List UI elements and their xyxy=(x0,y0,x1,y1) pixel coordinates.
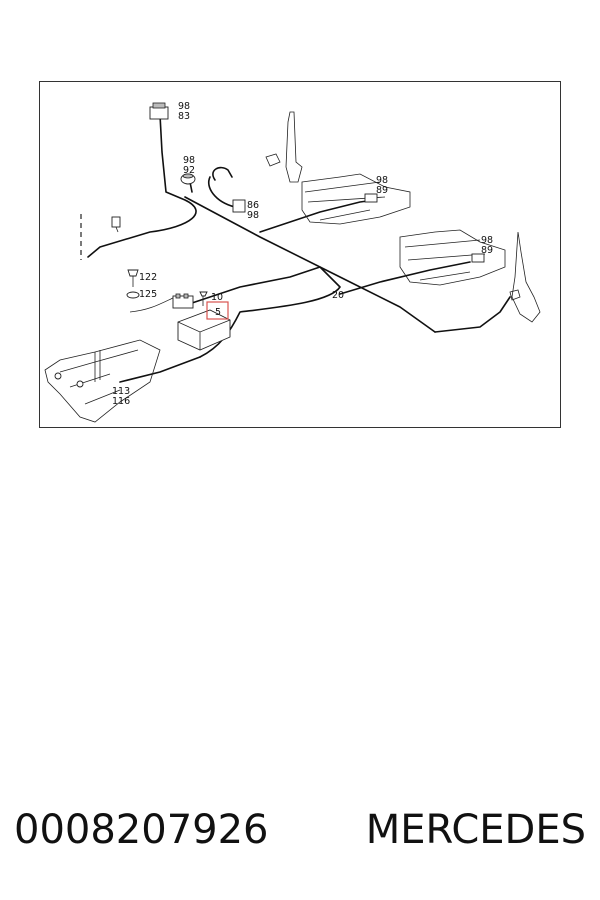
screw-10 xyxy=(199,291,208,306)
grommet-98-92 xyxy=(180,173,196,185)
harness-lower-right xyxy=(339,261,471,295)
harness-left-branch xyxy=(87,114,197,258)
caption-bar: 0008207926 MERCEDES xyxy=(0,800,600,860)
ground-connector-left xyxy=(111,216,121,233)
seat-rail-lower xyxy=(399,229,506,286)
connector-86-98 xyxy=(232,199,246,213)
bolt-122 xyxy=(127,269,139,287)
callout-98-92-bottom: 92 xyxy=(183,165,195,176)
callout-98-89-lower-top: 98 xyxy=(481,235,493,246)
brand-name: MERCEDES xyxy=(365,807,586,853)
callout-86-98-bottom: 98 xyxy=(247,210,259,221)
harness-sensor-right xyxy=(434,296,511,333)
callout-113: 113 xyxy=(112,386,130,397)
harness-main-diagonal xyxy=(184,196,436,333)
callout-10: 10 xyxy=(211,292,223,303)
callout-98-83-bottom: 83 xyxy=(178,111,190,122)
callout-98-92-top: 98 xyxy=(183,155,195,166)
seat-frame-post-lower xyxy=(509,231,541,323)
harness-upper-right xyxy=(259,199,376,233)
wiring-diagram-svg: 98 83 98 92 86 98 98 89 98 89 122 125 10… xyxy=(44,101,541,423)
connector-98-83 xyxy=(149,102,169,120)
part-number: 0008207926 xyxy=(14,807,269,853)
callout-125: 125 xyxy=(139,289,157,300)
nut-125 xyxy=(126,291,140,299)
callout-98-89-upper-bottom: 89 xyxy=(376,185,388,196)
callout-20: 20 xyxy=(332,290,344,301)
wire-small-left xyxy=(129,296,176,313)
callout-122: 122 xyxy=(139,272,157,283)
connector-block-10 xyxy=(172,293,194,309)
wiring-diagram: 98 83 98 92 86 98 98 89 98 89 122 125 10… xyxy=(39,81,561,428)
seat-base xyxy=(44,339,161,423)
callout-86-98-top: 86 xyxy=(247,200,259,211)
seat-rail-upper xyxy=(301,173,411,225)
callout-5: 5 xyxy=(215,307,221,318)
callout-98-83-top: 98 xyxy=(178,101,190,112)
harness-lower-left xyxy=(119,356,201,383)
control-unit-5 xyxy=(177,309,231,351)
callout-116: 116 xyxy=(112,396,130,407)
harness-loop xyxy=(212,166,233,181)
callout-98-89-lower-bottom: 89 xyxy=(481,245,493,256)
highlight-box-5 xyxy=(206,301,229,320)
seat-frame-post-upper xyxy=(265,111,303,183)
callout-98-89-upper-top: 98 xyxy=(376,175,388,186)
